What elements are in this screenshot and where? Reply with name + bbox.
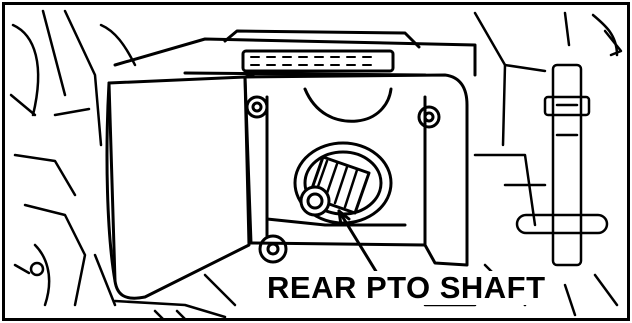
top-housing	[115, 31, 475, 75]
pto-shield-plate	[107, 75, 253, 298]
pto-shaft	[295, 143, 391, 223]
rear-pto-shaft-label: REAR PTO SHAFT	[263, 271, 552, 305]
